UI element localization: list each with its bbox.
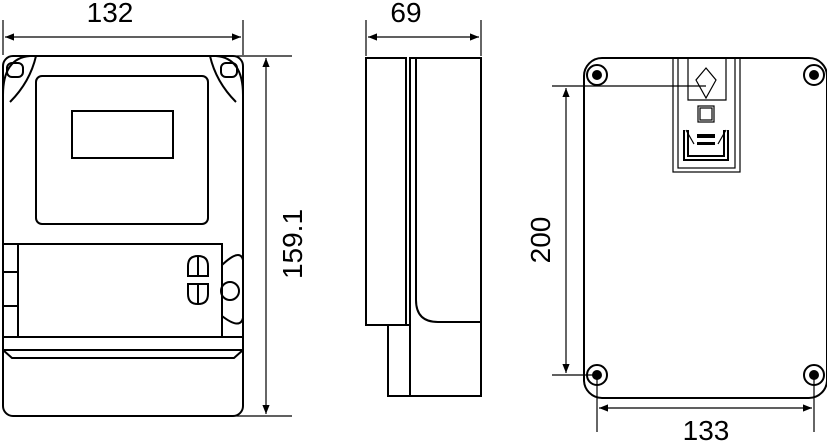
front-side-lug xyxy=(221,254,244,325)
side-front-profile xyxy=(415,58,481,323)
back-view: 200 133 xyxy=(525,57,827,444)
side-rear-plate xyxy=(365,57,407,326)
side-lower-base xyxy=(387,324,411,397)
back-hanging-bracket xyxy=(672,57,741,173)
side-main-body xyxy=(409,57,482,397)
front-view: 132 159.1 xyxy=(2,0,308,417)
back-height-label: 200 xyxy=(525,217,556,264)
front-top-left-screw xyxy=(6,62,24,78)
front-width-label: 132 xyxy=(87,0,134,28)
side-depth-label: 69 xyxy=(390,0,421,28)
back-hole-top-right xyxy=(803,64,825,86)
front-body-outline xyxy=(2,55,244,417)
front-top-right-screw xyxy=(220,62,238,78)
bracket-keyhole xyxy=(695,67,717,100)
front-top-left-lug xyxy=(2,55,38,103)
front-height-label: 159.1 xyxy=(277,209,308,279)
back-width-label: 133 xyxy=(683,415,730,444)
back-hole-top-left xyxy=(586,64,608,86)
front-window-frame xyxy=(35,75,209,225)
front-side-hole xyxy=(220,281,240,301)
side-view: 69 xyxy=(365,0,482,397)
back-body-outline xyxy=(583,57,827,399)
front-lcd-display xyxy=(71,110,174,159)
front-top-right-lug xyxy=(208,55,244,103)
